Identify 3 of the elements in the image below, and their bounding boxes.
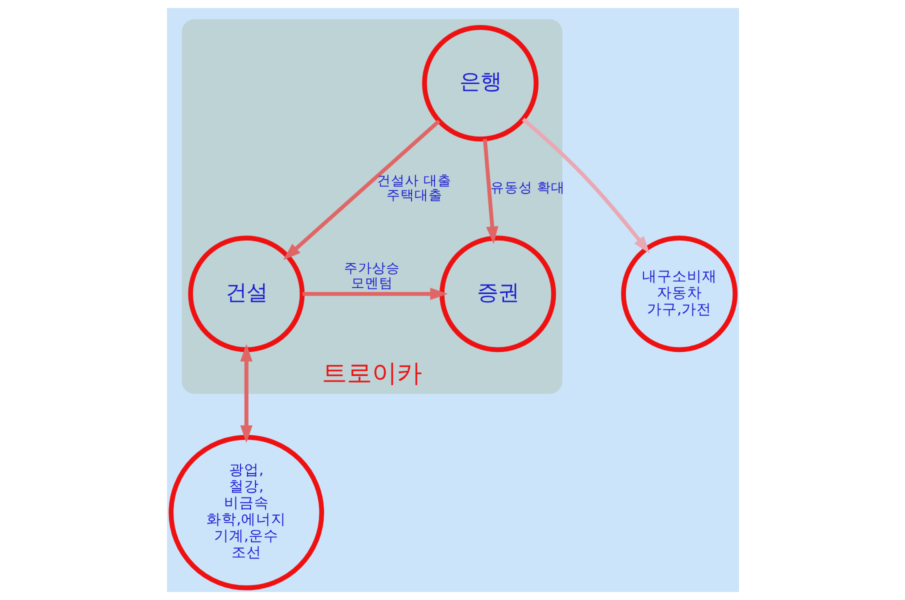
edge-label: 건설사 대출 주택대출: [376, 172, 451, 204]
edge-label: 주가상승 모멘텀: [344, 260, 400, 292]
edge-label: 유동성 확대: [490, 180, 565, 196]
